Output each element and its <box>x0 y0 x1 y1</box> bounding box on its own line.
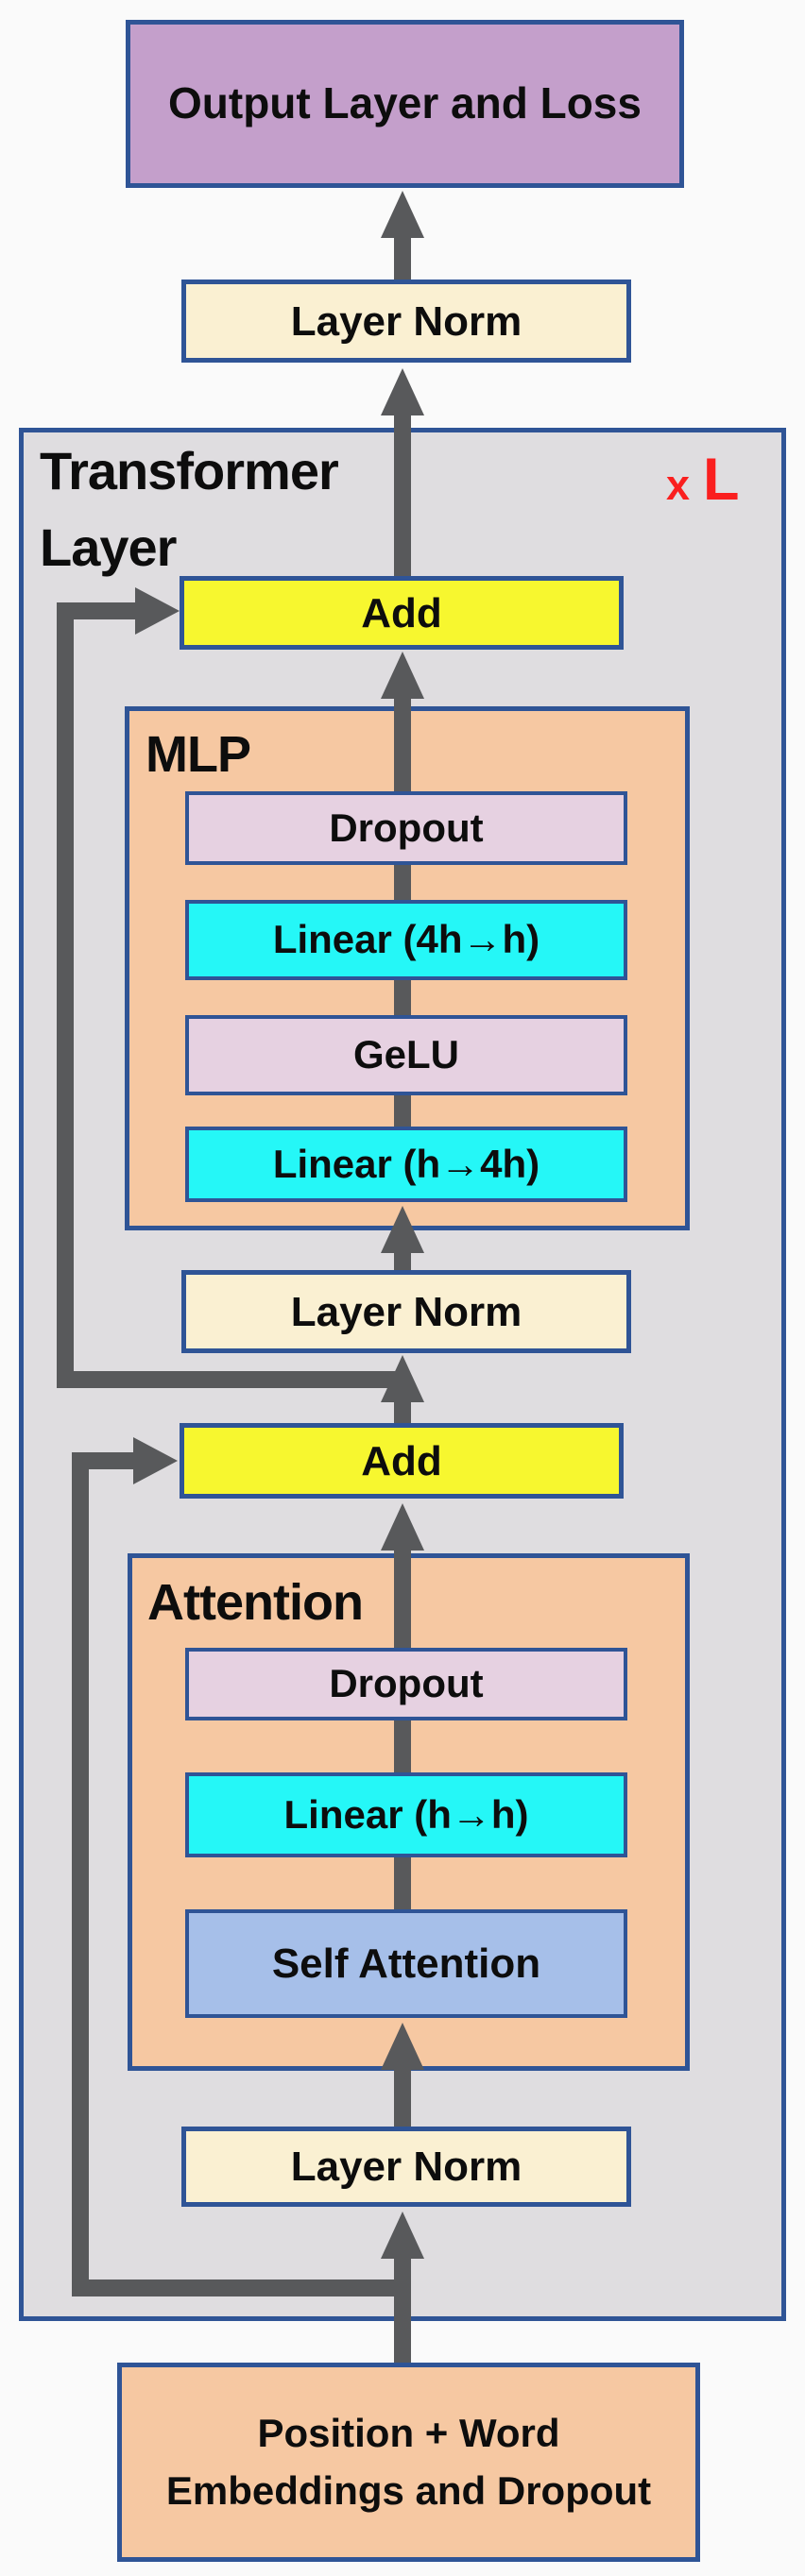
mlp-gelu-box: GeLU <box>185 1015 627 1095</box>
residual-mlp-vertical <box>57 602 74 1388</box>
repeat-multiplier-count: L <box>703 447 740 513</box>
residual-mlp-branch-horizontal <box>57 1371 402 1388</box>
attention-title-label: Attention <box>147 1574 364 1631</box>
connector-gelu-to-linear-contract <box>394 980 411 1015</box>
arrow-layernorm-to-output-shaft <box>394 236 411 280</box>
residual-mlp-top-horizontal <box>57 602 137 619</box>
repeat-multiplier-x: x <box>666 461 691 509</box>
add-attention-box: Add <box>180 1423 624 1499</box>
arrow-mlp-to-add-shaft <box>394 697 411 791</box>
add-mlp-label: Add <box>361 589 442 636</box>
mlp-linear-contract-box: Linear (4h→h) <box>185 900 627 980</box>
attention-title: Attention <box>147 1564 364 1643</box>
embeddings-label-line2: Embeddings and Dropout <box>165 2467 652 2513</box>
arrow-mlp-to-add-head <box>381 652 424 699</box>
connector-linear-expand-to-gelu <box>394 1095 411 1127</box>
output-layer-label: Output Layer and Loss <box>168 78 642 128</box>
mlp-linear-expand-box: Linear (h→4h) <box>185 1127 627 1202</box>
attention-linear-box: Linear (h→h) <box>185 1772 627 1857</box>
arrow-layernorm-to-selfattention-head <box>381 2023 424 2070</box>
attention-dropout-box: Dropout <box>185 1648 627 1720</box>
attention-linear-label: Linear (h→h) <box>283 1791 529 1837</box>
mlp-linear-expand-label: Linear (h→4h) <box>272 1141 540 1186</box>
add-mlp-box: Add <box>180 576 624 650</box>
residual-attention-arrowhead <box>133 1437 178 1484</box>
attention-dropout-label: Dropout <box>329 1661 484 1706</box>
layer-norm-pre-attention-box: Layer Norm <box>181 2127 631 2207</box>
layer-norm-pre-mlp-box: Layer Norm <box>181 1270 631 1353</box>
mlp-gelu-label: GeLU <box>352 1032 459 1077</box>
mlp-title: MLP <box>146 716 251 795</box>
arrow-embeddings-to-layernorm-head <box>381 2212 424 2259</box>
layer-norm-final-label: Layer Norm <box>290 297 522 345</box>
connector-selfattention-to-linear <box>394 1857 411 1909</box>
residual-attention-top-horizontal <box>72 1452 135 1469</box>
mlp-title-label: MLP <box>146 726 251 783</box>
layer-norm-pre-mlp-label: Layer Norm <box>290 1288 522 1335</box>
residual-attention-branch-horizontal <box>72 2279 411 2296</box>
transformer-layer-title-line1: Transformer <box>40 441 339 500</box>
residual-mlp-arrowhead <box>135 587 180 635</box>
arrow-add-to-final-layernorm-shaft <box>394 414 411 576</box>
mlp-linear-contract-label: Linear (4h→h) <box>272 917 540 962</box>
output-layer-box: Output Layer and Loss <box>126 20 684 188</box>
transformer-layer-title-line2: Layer <box>40 517 177 578</box>
mlp-dropout-label: Dropout <box>329 805 484 850</box>
layer-norm-pre-attention-label: Layer Norm <box>290 2144 522 2190</box>
arrow-layernorm-to-output-head <box>381 191 424 238</box>
arrow-add-to-final-layernorm-head <box>381 368 424 415</box>
arrow-layernorm-to-mlp-head <box>381 1206 424 1253</box>
connector-linear-contract-to-dropout <box>394 865 411 900</box>
transformer-layer-title: Transformer Layer <box>40 432 339 585</box>
self-attention-box: Self Attention <box>185 1909 627 2018</box>
arrow-attention-to-add-shaft <box>394 1551 411 1648</box>
connector-linear-to-dropout <box>394 1720 411 1772</box>
arrow-layernorm-to-mlp-shaft <box>394 1251 411 1270</box>
embeddings-box: Position + Word Embeddings and Dropout <box>117 2363 700 2562</box>
residual-attention-vertical <box>72 1452 89 2296</box>
arrow-embeddings-to-layernorm-shaft <box>394 2257 411 2363</box>
self-attention-label: Self Attention <box>271 1940 541 1987</box>
arrow-attention-to-add-head <box>381 1503 424 1551</box>
layer-norm-final-box: Layer Norm <box>181 280 631 363</box>
embeddings-label-line1: Position + Word <box>257 2410 560 2455</box>
repeat-multiplier: x L <box>666 446 740 514</box>
add-attention-label: Add <box>361 1437 442 1484</box>
arrow-add-to-pre-mlp-layernorm-shaft <box>394 1400 411 1423</box>
mlp-dropout-box: Dropout <box>185 791 627 865</box>
arrow-layernorm-to-selfattention-shaft <box>394 2068 411 2127</box>
